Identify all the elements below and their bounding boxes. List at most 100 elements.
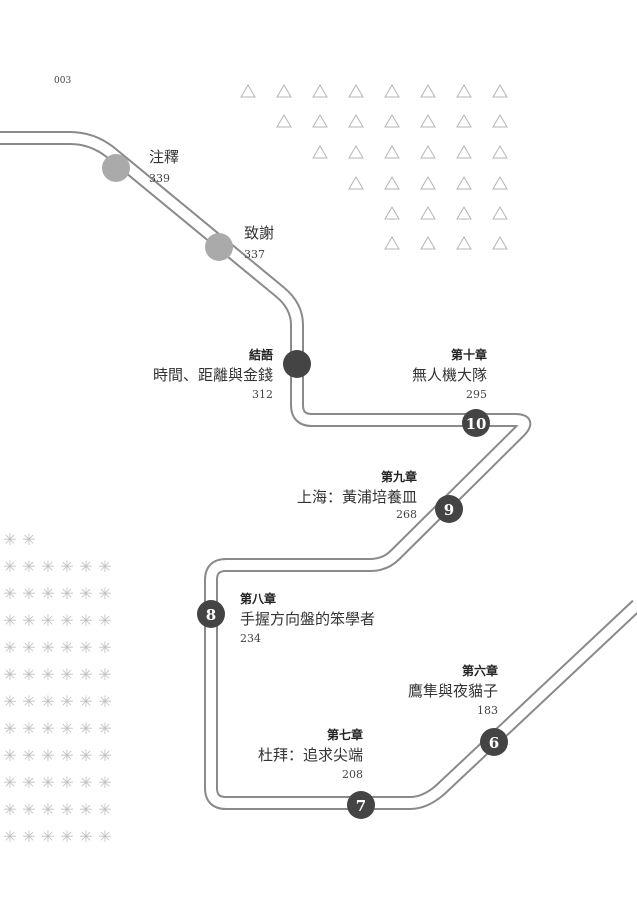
asterisk-icon: ✳ [79,557,92,576]
asterisk-icon: ✳ [60,800,73,819]
asterisk-icon: ✳ [22,665,35,684]
asterisk-icon: ✳ [98,584,111,603]
asterisk-icon: ✳ [22,719,35,738]
triangle-icon [456,145,472,159]
asterisk-icon: ✳ [60,719,73,738]
asterisk-icon: ✳ [3,557,16,576]
entry-title[interactable]: 注釋 [149,148,180,166]
triangle-icon [492,145,508,159]
asterisk-icon: ✳ [98,827,111,846]
asterisk-icon: ✳ [41,611,54,630]
asterisk-icon: ✳ [3,530,16,549]
station-10: 10 [462,409,490,437]
triangle-icon [276,114,292,128]
asterisk-icon: ✳ [79,692,92,711]
triangle-icon [492,84,508,98]
entry-page: 312 [252,388,273,401]
triangle-icon [420,236,436,250]
station-8: 8 [197,600,225,628]
asterisk-icon: ✳ [3,611,16,630]
asterisk-icon: ✳ [22,692,35,711]
station-6: 6 [480,728,508,756]
asterisk-icon: ✳ [98,773,111,792]
entry-title[interactable]: 鷹隼與夜貓子 [407,682,498,700]
entry-title[interactable]: 手握方向盤的笨學者 [240,610,376,628]
asterisk-icon: ✳ [41,692,54,711]
asterisk-icon: ✳ [98,611,111,630]
asterisk-icon: ✳ [3,827,16,846]
asterisk-icon: ✳ [41,719,54,738]
decorative-pattern: ✳ ✳ ✳ ✳ ✳ ✳ ✳ ✳ ✳ ✳ ✳ ✳ ✳ ✳ ✳ ✳ ✳ ✳ ✳ ✳ ✳ ✳ ✳ ✳ ✳ ✳ ✳ ✳ ✳ ✳ ✳ ✳ ✳ ✳ ✳ ✳ ✳ ✳ ✳ ✳… [3,84,508,846]
triangle-icon [312,84,328,98]
asterisk-icon: ✳ [41,584,54,603]
triangle-icon [384,114,400,128]
asterisk-icon: ✳ [22,773,35,792]
asterisk-icon: ✳ [41,638,54,657]
triangle-icon [384,84,400,98]
triangle-icon [420,206,436,220]
asterisk-icon: ✳ [98,719,111,738]
asterisk-icon: ✳ [79,800,92,819]
svg-text:7: 7 [356,797,366,815]
asterisk-icon: ✳ [98,800,111,819]
asterisk-icon: ✳ [3,773,16,792]
triangle-icon [312,145,328,159]
entry-title[interactable]: 時間、距離與金錢 [152,366,273,384]
asterisk-icon: ✳ [22,638,35,657]
asterisk-icon: ✳ [79,719,92,738]
triangle-icon [456,206,472,220]
entry-page: 183 [477,704,498,717]
asterisk-icon: ✳ [41,800,54,819]
asterisk-icon: ✳ [60,665,73,684]
asterisk-icon: ✳ [22,530,35,549]
svg-text:10: 10 [466,415,487,433]
asterisk-icon: ✳ [3,638,16,657]
entry-page: 268 [396,508,417,521]
asterisk-icon: ✳ [60,557,73,576]
asterisk-icon: ✳ [22,746,35,765]
entry-page: 339 [149,172,170,185]
entry-title[interactable]: 無人機大隊 [411,366,487,384]
asterisk-icon: ✳ [60,773,73,792]
asterisk-icon: ✳ [98,557,111,576]
svg-text:9: 9 [444,501,454,519]
station-acknowledgements [205,233,233,261]
triangle-icon [312,114,328,128]
triangle-icon [348,114,364,128]
triangle-icon [384,206,400,220]
triangle-icon [276,84,292,98]
triangle-icon [456,114,472,128]
asterisk-icon: ✳ [98,692,111,711]
asterisk-icon: ✳ [79,584,92,603]
triangle-icon [240,84,256,98]
triangle-icon [384,236,400,250]
svg-text:6: 6 [489,734,499,752]
page-number: 003 [54,76,72,86]
triangle-icon [420,145,436,159]
entry-title[interactable]: 杜拜：追求尖端 [257,746,363,764]
entry-title[interactable]: 上海：黃浦培養皿 [296,488,417,506]
triangle-icon [456,84,472,98]
asterisk-icon: ✳ [3,746,16,765]
station-9: 9 [435,495,463,523]
asterisk-icon: ✳ [41,665,54,684]
triangle-icon [348,176,364,190]
asterisk-icon: ✳ [41,827,54,846]
entry-title[interactable]: 致謝 [244,224,275,242]
asterisk-icon: ✳ [22,611,35,630]
asterisk-icon: ✳ [3,692,16,711]
station-conclusion [283,350,311,378]
asterisk-icon: ✳ [41,557,54,576]
triangle-icon [492,236,508,250]
station-7: 7 [347,791,375,819]
asterisk-icon: ✳ [60,746,73,765]
asterisk-icon: ✳ [3,665,16,684]
asterisk-icon: ✳ [22,800,35,819]
asterisk-icon: ✳ [3,800,16,819]
entry-chapter: 第八章 [240,592,277,606]
asterisk-icon: ✳ [60,584,73,603]
asterisk-icon: ✳ [60,611,73,630]
triangle-icon [492,114,508,128]
